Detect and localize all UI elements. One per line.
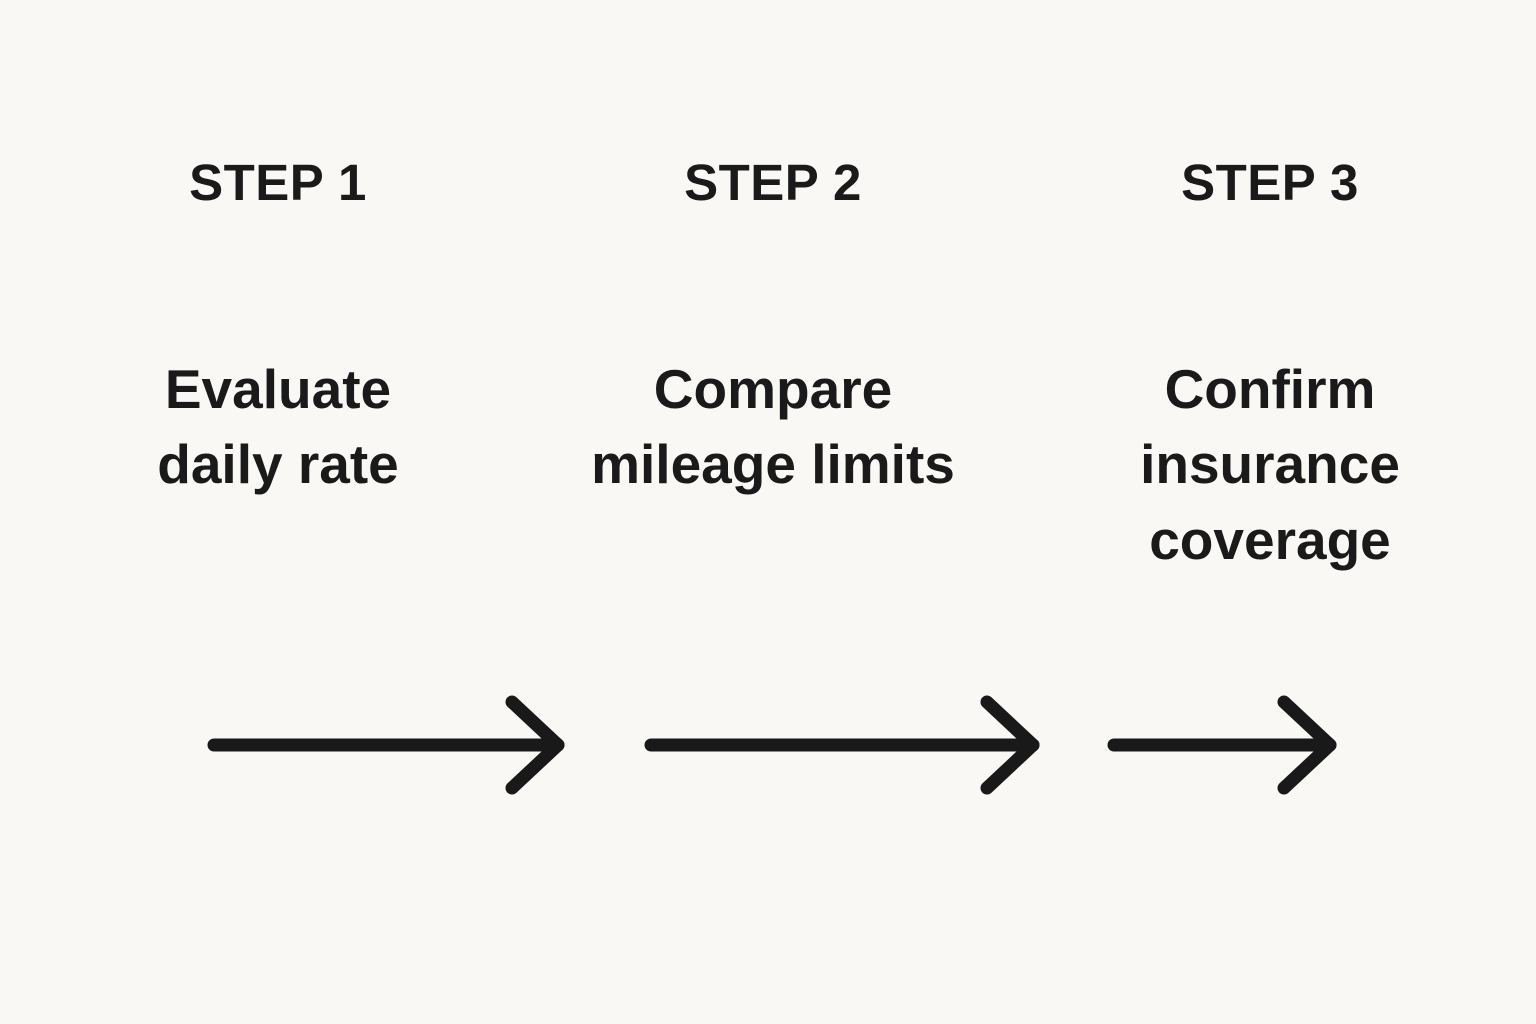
arrow-right-icon	[643, 690, 1043, 800]
step-2-label: STEP 2	[684, 154, 862, 211]
step-1-label: STEP 1	[189, 154, 367, 211]
step-2-description: Compare mileage limits	[591, 358, 955, 496]
step-column-1: STEP 1 Evaluate daily rate	[48, 0, 508, 1024]
step-3-description: Confirm insurance coverage	[1140, 358, 1400, 571]
step-3-label: STEP 3	[1181, 154, 1359, 211]
step-column-2: STEP 2 Compare mileage limits	[523, 0, 1023, 1024]
arrow-right-icon	[1106, 690, 1340, 800]
step-column-3: STEP 3 Confirm insurance coverage	[1040, 0, 1500, 1024]
arrow-right-icon	[206, 690, 568, 800]
step-1-description: Evaluate daily rate	[157, 358, 399, 496]
